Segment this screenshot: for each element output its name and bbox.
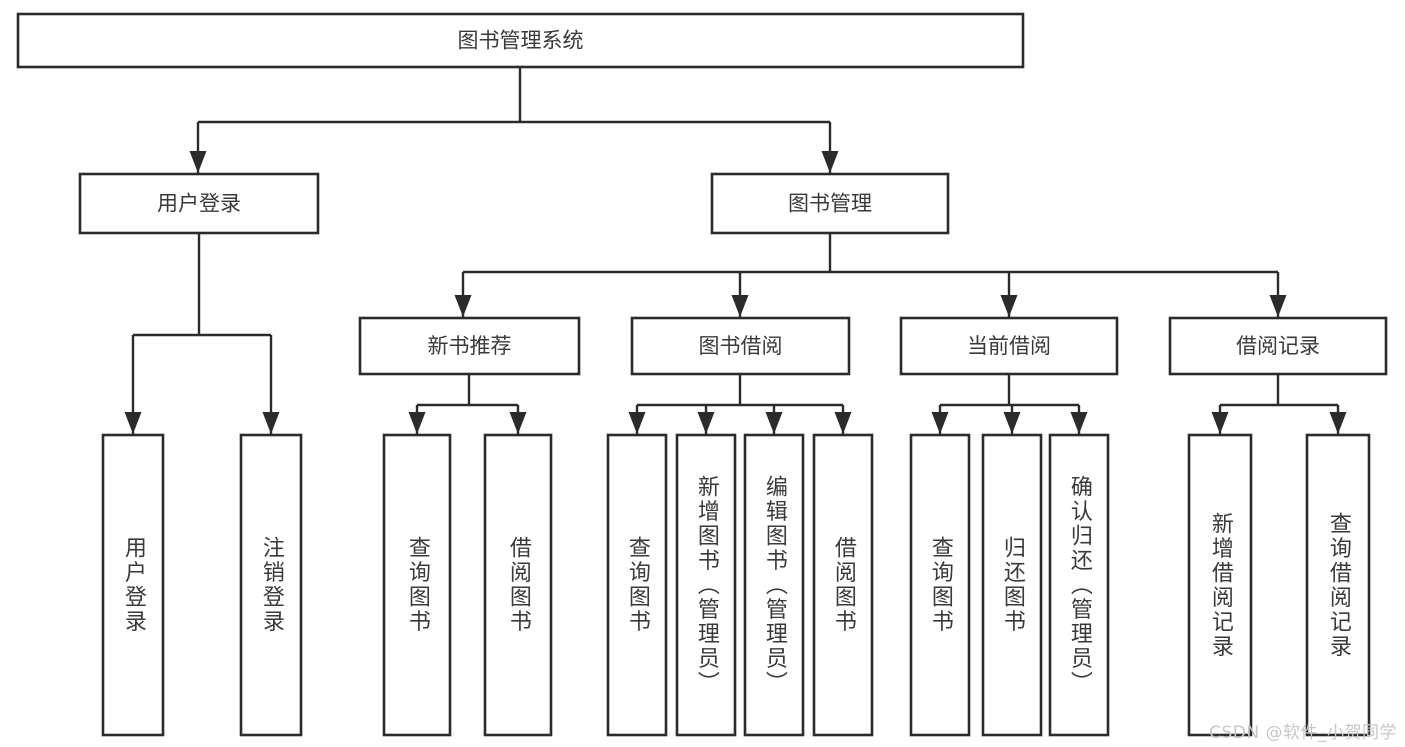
leaf-node-12-box[interactable]	[1305, 433, 1371, 737]
level1-node-1-label: 图书管理	[788, 192, 872, 216]
level1-arrow-0	[189, 151, 207, 173]
group-arrow-1-0	[408, 412, 426, 434]
level1-node-1-box[interactable]	[710, 172, 950, 235]
level2-node-0-label: 新书推荐	[428, 334, 512, 358]
group-arrow-0-1	[262, 412, 280, 434]
group-arrow-0-0	[124, 412, 142, 434]
level2-node-2-box[interactable]	[899, 316, 1119, 376]
group-arrow-1-1	[509, 412, 527, 434]
level2-arrow-2	[1000, 295, 1018, 317]
group-arrow-2-3	[834, 412, 852, 434]
group-arrow-4-0	[1211, 412, 1229, 434]
leaf-node-10-box[interactable]	[1048, 433, 1110, 737]
level2-node-3-label: 借阅记录	[1236, 334, 1320, 358]
level2-node-2-label: 当前借阅	[967, 334, 1051, 358]
leaf-node-4-box[interactable]	[606, 433, 668, 737]
watermark: CSDN @软件_小贺同学	[1209, 723, 1397, 743]
level1-arrow-1	[821, 151, 839, 173]
group-arrow-3-2	[1070, 412, 1088, 434]
group-arrow-3-0	[931, 412, 949, 434]
root-node-box[interactable]	[16, 12, 1025, 69]
leaf-node-7-box[interactable]	[812, 433, 874, 737]
group-arrow-2-2	[765, 412, 783, 434]
level2-node-0-box[interactable]	[358, 316, 581, 376]
level1-node-0-box[interactable]	[78, 172, 320, 235]
leaf-node-3-box[interactable]	[483, 433, 553, 737]
level2-arrow-0	[454, 295, 472, 317]
leaf-node-2-box[interactable]	[382, 433, 452, 737]
connectors-layer	[124, 67, 1347, 434]
leaf-node-1-box[interactable]	[239, 433, 303, 737]
leaf-node-0-box[interactable]	[101, 433, 165, 737]
level2-arrow-3	[1269, 295, 1287, 317]
leaf-node-5-box[interactable]	[675, 433, 737, 737]
leaf-node-8-box[interactable]	[909, 433, 971, 737]
group-arrow-3-1	[1003, 412, 1021, 434]
group-arrow-2-0	[628, 412, 646, 434]
level2-node-1-box[interactable]	[630, 316, 851, 376]
leaf-node-6-box[interactable]	[743, 433, 805, 737]
level2-node-1-label: 图书借阅	[699, 334, 783, 358]
level2-arrow-1	[731, 295, 749, 317]
group-arrow-2-1	[697, 412, 715, 434]
root-node-label: 图书管理系统	[458, 29, 584, 53]
group-arrow-4-1	[1329, 412, 1347, 434]
boxes-layer	[16, 12, 1388, 737]
level2-node-3-box[interactable]	[1168, 316, 1388, 376]
level1-node-0-label: 用户登录	[157, 192, 241, 216]
leaf-node-9-box[interactable]	[981, 433, 1043, 737]
leaf-node-11-box[interactable]	[1187, 433, 1253, 737]
